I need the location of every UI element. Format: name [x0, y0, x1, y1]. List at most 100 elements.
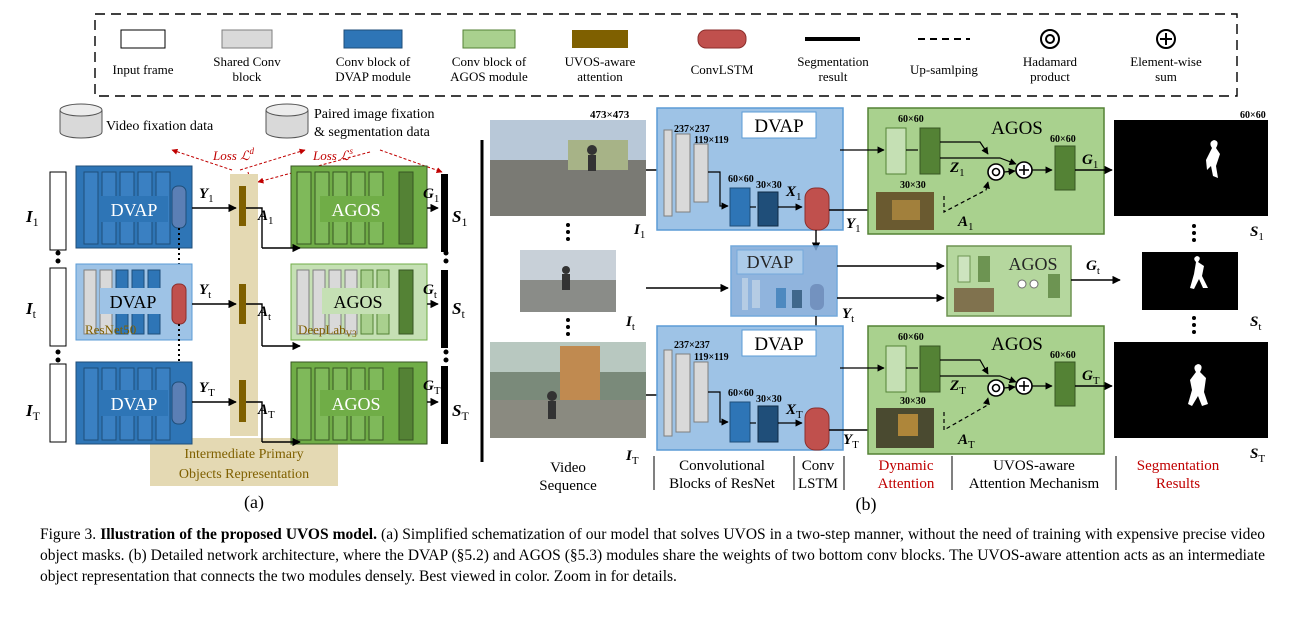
resnet50-label: ResNet50 [85, 322, 136, 337]
label-X1: X1 [785, 184, 802, 203]
input-frame [49, 267, 67, 347]
size-30-label: 30×30 [756, 180, 782, 191]
label-b-Y1: Y1 [846, 216, 861, 235]
legend-agos-label-1: Conv block of [452, 54, 527, 69]
size-119-label: 119×119 [694, 135, 729, 146]
row-t: DVAP ResNet50 AGOS DeepLabV3 It [25, 263, 465, 351]
dvap-title: DVAP [747, 252, 794, 272]
label-AT: AT [257, 402, 275, 421]
agos-label-bg [322, 288, 394, 314]
size-60-label: 60×60 [728, 388, 754, 399]
legend-hadamard-label-1: Hadamard [1023, 54, 1078, 69]
label-At: At [257, 304, 271, 323]
legend-input-frame-label: Input frame [112, 62, 173, 77]
hadamard-icon [987, 379, 1005, 397]
agos-label: AGOS [333, 292, 382, 312]
legend-dvap-label-2: DVAP module [335, 69, 411, 84]
dvap-label-bg [100, 196, 168, 222]
seg-result-T: ST [1114, 342, 1268, 465]
legend-hadamard-label-2: product [1030, 69, 1070, 84]
legend-seg-label-1: Segmentation [797, 54, 869, 69]
label-Yt: Yt [199, 282, 211, 301]
size-60-label: 60×60 [1240, 110, 1266, 121]
dvap-title: DVAP [754, 116, 803, 137]
legend-input-frame-swatch [120, 29, 166, 49]
label-b-I1: I1 [633, 222, 645, 241]
label-I1: I1 [25, 207, 39, 229]
col-uvos-2: Attention Mechanism [969, 476, 1100, 492]
video-frame-T [490, 342, 646, 438]
legend-agos-label-2: AGOS module [450, 69, 528, 84]
panel-b-label: (b) [856, 494, 877, 515]
ellipsis [55, 250, 449, 264]
label-b-ST: ST [1250, 446, 1265, 465]
database-icon [59, 103, 103, 139]
attention-block [239, 380, 246, 422]
col-lstm-1: Conv [802, 458, 835, 474]
paired-data-label-2: & segmentation data [314, 125, 431, 140]
size-60-label: 60×60 [898, 114, 924, 125]
element-sum-icon [1156, 29, 1176, 49]
caption-body: (a) Simplified schematization of our mod… [40, 526, 1265, 585]
attention-block [239, 186, 246, 226]
ellipsis [566, 318, 570, 336]
loss-d-label: Loss ℒd [212, 146, 254, 163]
label-Z1: Z1 [949, 160, 965, 179]
label-b-St: St [1250, 314, 1261, 333]
dvap-label: DVAP [110, 292, 157, 312]
size-237-label: 237×237 [674, 124, 710, 135]
ellipsis [1192, 316, 1196, 334]
ellipsis [55, 349, 449, 363]
convlstm-faded [171, 381, 187, 425]
seg-result-1: 60×60 S1 [1114, 110, 1268, 243]
label-b-A1: A1 [957, 214, 974, 233]
legend-shared-swatch [221, 29, 273, 49]
dvap-label-bg [100, 390, 168, 416]
legend-convlstm-label: ConvLSTM [691, 62, 754, 77]
label-GT: GT [423, 378, 441, 397]
row-1: DVAP AGOS I1 Y1 A1 G1 S1 [25, 165, 467, 253]
agos-title: AGOS [991, 334, 1043, 355]
label-It: It [25, 299, 37, 321]
size-119-label: 119×119 [694, 352, 729, 363]
dvap-detail-1: DVAP 237×237 119×119 60×60 30×30 X1 Y1 [656, 107, 879, 235]
row-T: DVAP AGOS IT YT AT GT ST [25, 361, 469, 447]
legend-seg-label-2: result [819, 69, 848, 84]
hadamard-icon [987, 163, 1005, 181]
label-b-S1: S1 [1250, 224, 1264, 243]
agos-title-box [1000, 252, 1066, 276]
panel-a: Video fixation data Paired image fixatio… [25, 103, 469, 513]
col-video-2: Sequence [539, 478, 597, 494]
seg-result [441, 270, 448, 348]
legend-dvap-label-1: Conv block of [336, 54, 411, 69]
agos-label: AGOS [331, 200, 380, 220]
dvap-title-box [736, 249, 804, 275]
paired-data-label-1: Paired image fixation [314, 107, 435, 122]
legend-upsample-label: Up-samlping [910, 62, 978, 77]
size-60-label: 60×60 [1050, 350, 1076, 361]
ellipsis [566, 223, 570, 241]
size-30-label: 30×30 [756, 394, 782, 405]
label-Y1: Y1 [199, 186, 214, 205]
convlstm-faded [171, 185, 187, 229]
agos-title: AGOS [1008, 254, 1057, 274]
agos-label-bg [320, 196, 392, 222]
col-uvos-1: UVOS-aware [993, 458, 1075, 474]
dvap-label: DVAP [111, 394, 158, 414]
size-60-label: 60×60 [728, 174, 754, 185]
label-b-It: It [625, 314, 635, 333]
agos-detail-1: AGOS 60×60 Z1 60×60 30×30 [840, 107, 1113, 235]
label-IT: IT [25, 401, 41, 423]
legend-sum-label-2: sum [1155, 69, 1177, 84]
intermediate-label-1: Intermediate Primary [184, 447, 303, 462]
label-ZT: ZT [949, 378, 966, 397]
figure-caption: Figure 3. Illustration of the proposed U… [40, 524, 1265, 587]
legend-shared-label-2: block [233, 69, 262, 84]
intermediate-label-box [150, 438, 338, 486]
legend-convlstm-swatch [697, 29, 747, 49]
figure-3: Input frame Shared Conv block Conv block… [25, 13, 1268, 515]
label-b-IT: IT [625, 448, 639, 467]
label-XT: XT [785, 402, 803, 421]
col-video-1: Video [550, 460, 586, 476]
size-473-label: 473×473 [590, 109, 630, 121]
